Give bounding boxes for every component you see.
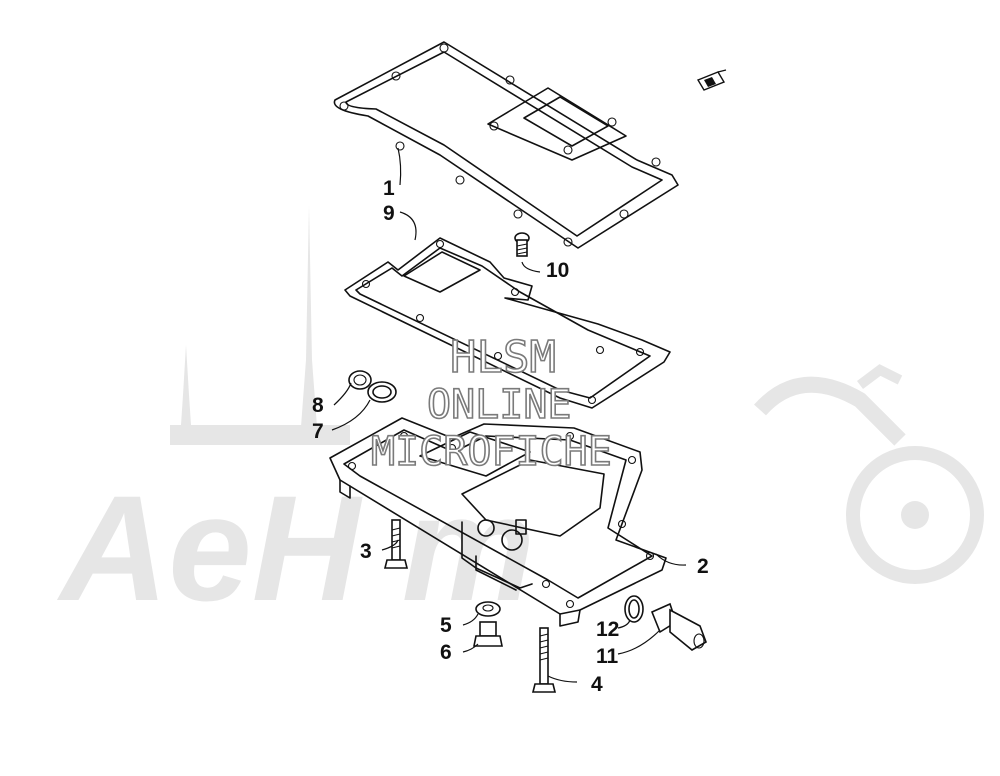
leader-lines	[331, 147, 687, 683]
part-2-oil-pan	[329, 417, 667, 627]
callout-3: 3	[360, 540, 372, 563]
watermark-line-1: HLSM	[450, 332, 556, 383]
part-10-bolt	[514, 232, 530, 257]
part-12-o-ring	[624, 595, 644, 623]
callout-6: 6	[440, 641, 452, 664]
brand-watermark-text: AeH m	[56, 464, 535, 632]
part-3-bolt	[383, 519, 409, 569]
part-5-washer	[475, 601, 501, 617]
watermark-line-2: ONLINE	[427, 382, 572, 428]
callout-11: 11	[596, 645, 619, 668]
callout-7: 7	[312, 420, 324, 443]
callout-labels: 1 2 3 4 5 6 7 8 9 10 11 12	[312, 177, 709, 696]
callout-12: 12	[596, 618, 619, 641]
callout-5: 5	[440, 614, 452, 637]
motorcycle-watermark-icon	[754, 364, 984, 584]
part-8-plug	[348, 370, 372, 390]
part-4-bolt	[531, 627, 557, 693]
watermark-center-text: HLSM ONLINE MICROFICHE	[370, 331, 612, 476]
direction-arrow-icon	[696, 69, 727, 91]
callout-1: 1	[383, 177, 395, 200]
part-6-drain-plug	[473, 621, 503, 647]
watermark-line-3: MICROFICHE	[371, 429, 612, 475]
part-1-gasket	[333, 41, 679, 249]
watermark-background: AeH m	[56, 205, 984, 632]
callout-8: 8	[312, 394, 324, 417]
part-7-o-ring	[367, 381, 397, 403]
callout-4: 4	[591, 673, 603, 696]
part-9-gasket	[344, 237, 671, 409]
part-11-fitting	[650, 602, 707, 651]
callout-10: 10	[546, 259, 569, 282]
callout-2: 2	[697, 555, 709, 578]
callout-9: 9	[383, 202, 395, 225]
